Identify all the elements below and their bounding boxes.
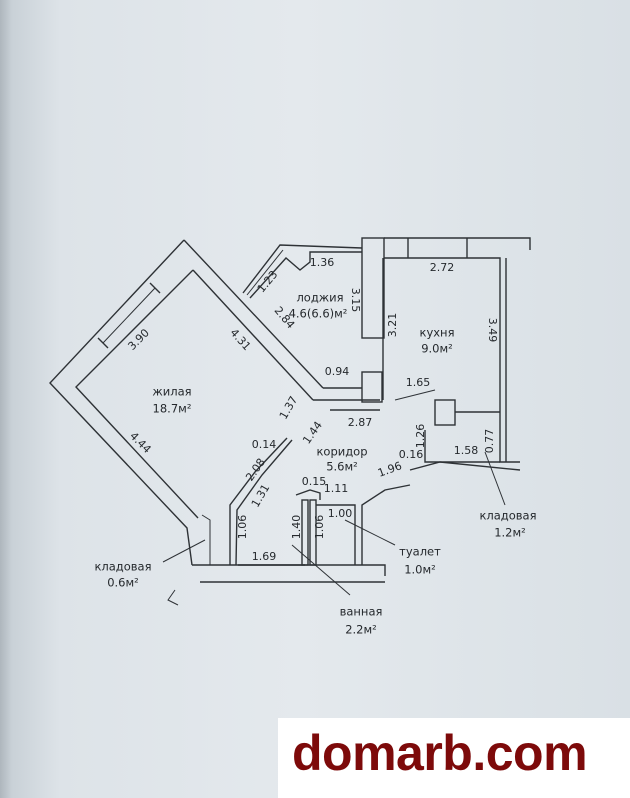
room-corridor-name: коридор [316,445,367,459]
dim-label: 3.49 [486,318,499,343]
dim-label: 0.15 [302,475,327,488]
dim-label: 0.77 [483,429,496,454]
dim-label: 0.14 [252,438,277,451]
dim-label: 1.69 [252,550,277,563]
dim-label: 3.90 [125,326,152,353]
room-labels: жилая 18.7м² лоджия 4.6(6.6)м² кухня 9.0… [94,291,536,637]
room-living-area: 18.7м² [153,402,192,416]
dim-label: 3.21 [386,313,399,338]
dim-label: 1.36 [310,256,335,269]
dim-label: 1.58 [454,444,479,457]
dim-label: 2.08 [243,456,268,484]
dim-label: 3.15 [349,288,362,313]
dim-label: 1.44 [300,419,325,447]
dim-label: 1.26 [414,424,427,449]
dim-label: 4.44 [127,429,154,456]
room-storage-left-name: кладовая [94,560,151,574]
dim-label: 0.94 [325,365,350,378]
room-living-name: жилая [152,385,191,399]
dim-label: 1.40 [290,515,303,540]
dim-label: 1.06 [313,515,326,540]
room-kitchen-area: 9.0м² [421,342,453,356]
dim-label: 1.65 [406,376,431,389]
room-storage-right-area: 1.2м² [494,526,526,540]
room-loggia-name: лоджия [296,291,343,305]
watermark-text: domarb.com [292,725,588,781]
dim-label: 2.87 [348,416,373,429]
room-bathroom-name: ванная [340,605,383,619]
room-corridor-area: 5.6м² [326,460,358,474]
room-bathroom-area: 2.2м² [345,623,377,637]
dim-label: 0.16 [399,448,424,461]
room-loggia-area: 4.6(6.6)м² [289,307,348,321]
watermark: domarb.com [278,718,630,798]
room-kitchen-name: кухня [420,326,455,340]
dim-label: 1.06 [236,515,249,540]
walls [49,237,531,606]
dim-label: 2.72 [430,261,455,274]
room-storage-left-area: 0.6м² [107,576,139,590]
leader-lines [162,389,506,596]
room-toilet-name: туалет [399,545,441,559]
dim-label: 1.31 [249,482,273,510]
dim-label: 1.37 [277,394,301,422]
room-toilet-area: 1.0м² [404,563,436,577]
dim-label: 1.96 [376,459,403,480]
room-storage-right-name: кладовая [479,509,536,523]
dim-label: 1.11 [324,482,349,495]
dim-label: 1.00 [328,507,353,520]
